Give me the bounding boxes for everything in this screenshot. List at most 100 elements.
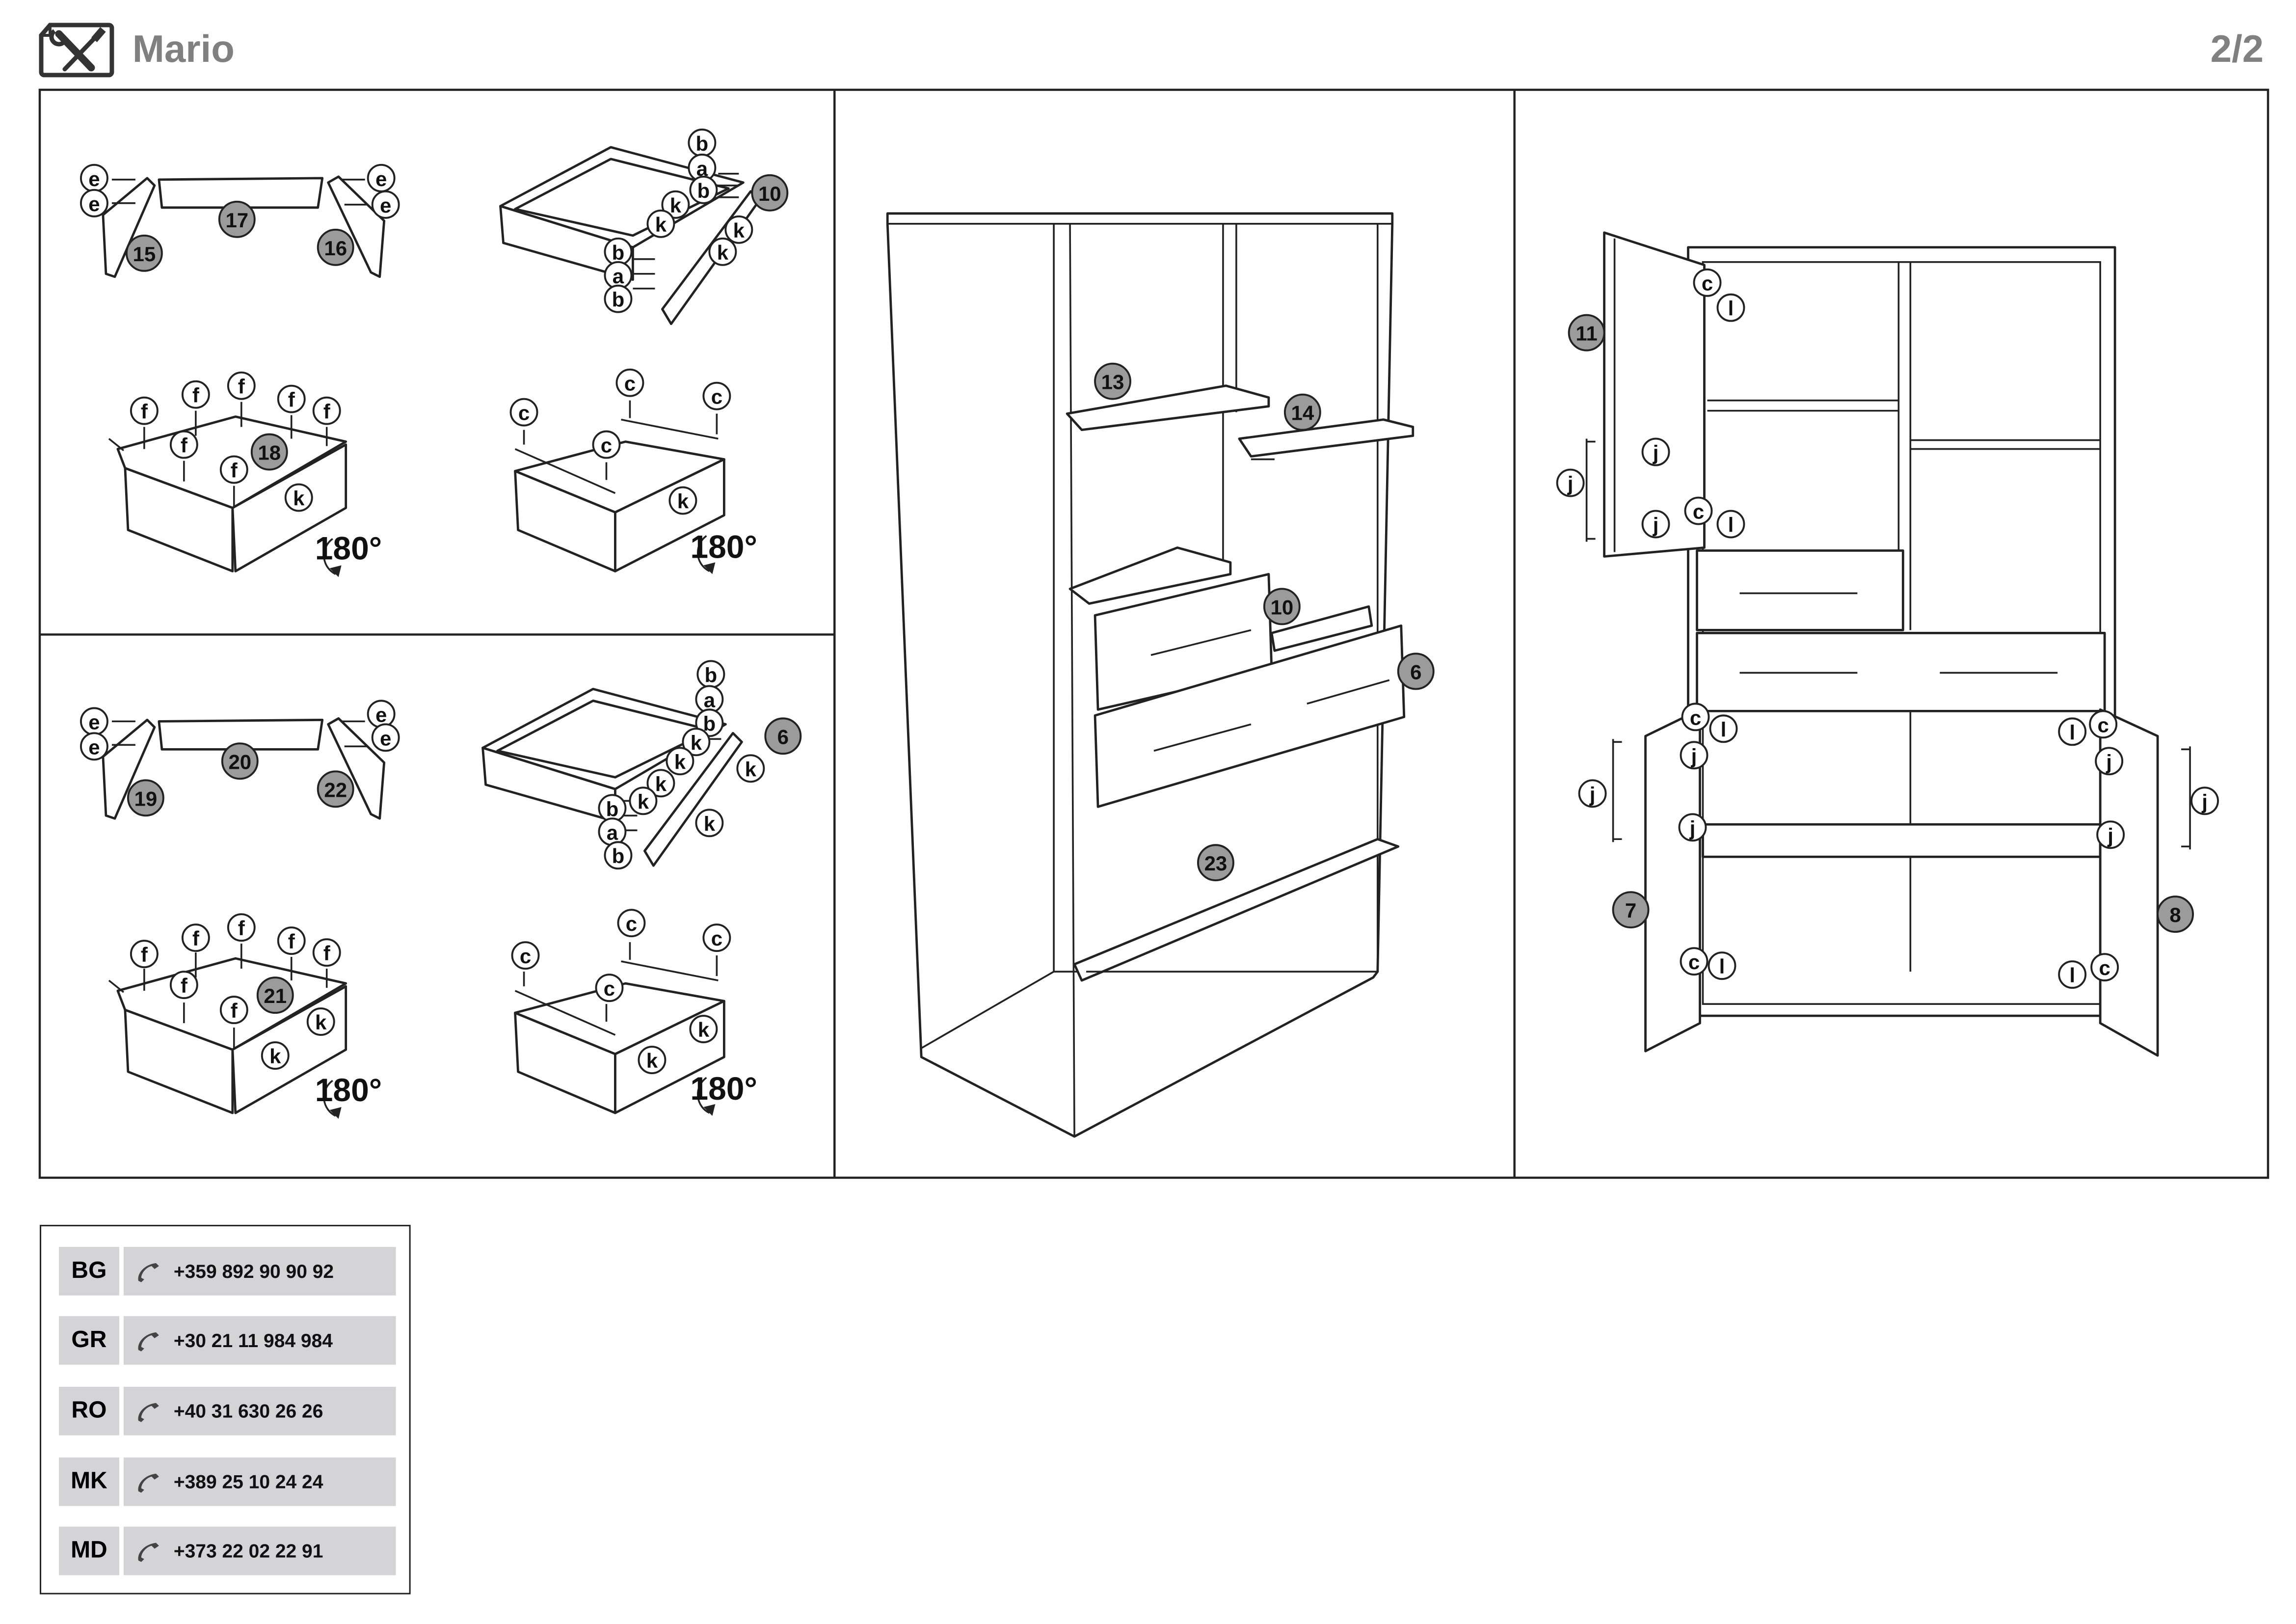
callout-label: f xyxy=(141,400,148,423)
part-number-callout: 16 xyxy=(317,228,354,266)
hardware-callout: b xyxy=(689,175,718,204)
part-number-callout: 15 xyxy=(125,234,163,272)
callout-label: f xyxy=(323,942,331,965)
callout-label: b xyxy=(606,797,619,820)
phone-number[interactable]: +40 31 630 26 26 xyxy=(173,1400,323,1422)
part-number-callout: 7 xyxy=(1612,891,1650,929)
callout-label: j xyxy=(2201,790,2208,813)
hardware-callout: k xyxy=(638,1046,667,1075)
hardware-callout: l xyxy=(1708,951,1736,980)
phone-number[interactable]: +389 25 10 24 24 xyxy=(173,1470,323,1493)
callout-label: e xyxy=(88,735,100,758)
hardware-callout: e xyxy=(80,189,108,217)
callout-label: k xyxy=(674,750,686,773)
hardware-callout: c xyxy=(1693,268,1722,297)
part-number-callout: 22 xyxy=(317,770,354,808)
hardware-callout: k xyxy=(306,1007,335,1036)
phone-icon xyxy=(138,1402,159,1422)
phone-cell: +30 21 11 984 984 xyxy=(123,1316,396,1365)
hardware-callout: c xyxy=(617,909,646,938)
callout-label: f xyxy=(288,388,295,411)
hardware-callout: f xyxy=(312,396,341,425)
hardware-callout: b xyxy=(604,284,633,313)
callout-label: 10 xyxy=(758,182,781,205)
callout-label: f xyxy=(288,930,295,953)
callout-label: l xyxy=(2069,721,2075,744)
hardware-callout: b xyxy=(604,841,633,870)
hardware-callout: k xyxy=(646,209,675,238)
part-number-callout: 19 xyxy=(127,779,164,817)
callout-label: k xyxy=(638,790,649,813)
hardware-callout: e xyxy=(80,707,108,736)
tools-document-icon xyxy=(39,23,114,78)
hardware-callout: f xyxy=(130,396,159,425)
rotate-180-label: 180° xyxy=(690,1070,757,1107)
hardware-callout: k xyxy=(689,1015,718,1044)
hardware-callout: c xyxy=(1680,947,1709,976)
hardware-callout: e xyxy=(80,732,108,761)
rotate-180-label: 180° xyxy=(315,1072,382,1108)
callout-label: c xyxy=(1688,950,1700,974)
callout-label: j xyxy=(1691,744,1697,767)
hardware-callout: b xyxy=(604,237,633,266)
callout-label: 15 xyxy=(133,243,156,266)
callout-label: a xyxy=(607,821,618,844)
hardware-callout: c xyxy=(702,381,731,410)
callout-label: b xyxy=(612,241,625,264)
callout-label: c xyxy=(2097,713,2109,736)
callout-label: k xyxy=(655,772,667,795)
callout-label: j xyxy=(2107,824,2113,847)
callout-label: 7 xyxy=(1625,899,1636,922)
phone-number[interactable]: +359 892 90 90 92 xyxy=(173,1260,334,1282)
rotation-labels: 180°180°180°180° xyxy=(315,529,757,1109)
phone-cell: +373 22 02 22 91 xyxy=(123,1526,396,1575)
hardware-callout: j xyxy=(1641,510,1670,539)
callout-label: j xyxy=(1567,472,1574,495)
part-number-callout: 13 xyxy=(1094,362,1131,400)
callout-label: 11 xyxy=(1575,322,1597,345)
part-number-callout: 10 xyxy=(1263,588,1301,625)
callout-label: l xyxy=(2069,964,2075,987)
hardware-callout: f xyxy=(227,913,256,942)
callout-label: c xyxy=(1702,272,1713,295)
callout-label: c xyxy=(711,927,722,950)
phone-cell: +359 892 90 90 92 xyxy=(123,1246,396,1296)
hardware-callout: e xyxy=(367,163,396,192)
callout-label: k xyxy=(691,731,702,754)
hardware-callout: k xyxy=(661,190,690,219)
callout-label: 6 xyxy=(777,725,789,748)
callout-label: f xyxy=(192,927,200,950)
callout-label: a xyxy=(704,688,716,711)
hardware-callout: l xyxy=(1709,714,1738,743)
hardware-callout: k xyxy=(668,486,697,515)
phone-number[interactable]: +373 22 02 22 91 xyxy=(173,1540,323,1562)
callout-label: 10 xyxy=(1271,595,1294,619)
rotate-180-label: 180° xyxy=(690,529,757,565)
callout-label: c xyxy=(518,402,530,425)
phone-icon xyxy=(138,1331,159,1351)
phone-number[interactable]: +30 21 11 984 984 xyxy=(173,1329,333,1352)
callout-label: 22 xyxy=(324,778,347,801)
callout-label: f xyxy=(181,434,188,457)
hardware-callout: c xyxy=(509,398,538,427)
hardware-callout: f xyxy=(277,926,306,955)
part-number-callout: 6 xyxy=(1397,652,1435,690)
callout-label: l xyxy=(1721,718,1727,741)
hardware-callout: k xyxy=(261,1041,290,1070)
hardware-callout: c xyxy=(511,941,540,970)
callout-label: j xyxy=(1653,514,1659,537)
phone-icon xyxy=(138,1473,159,1492)
hardware-callout: e xyxy=(367,700,396,729)
hardware-callout: f xyxy=(277,384,306,413)
part-number-callout: 11 xyxy=(1568,314,1605,352)
cabinet-doors-drawing xyxy=(1585,231,2191,1057)
callout-label: f xyxy=(231,999,238,1022)
callout-label: 23 xyxy=(1204,852,1228,875)
callout-label: c xyxy=(604,977,615,1000)
callout-label: k xyxy=(293,487,305,510)
